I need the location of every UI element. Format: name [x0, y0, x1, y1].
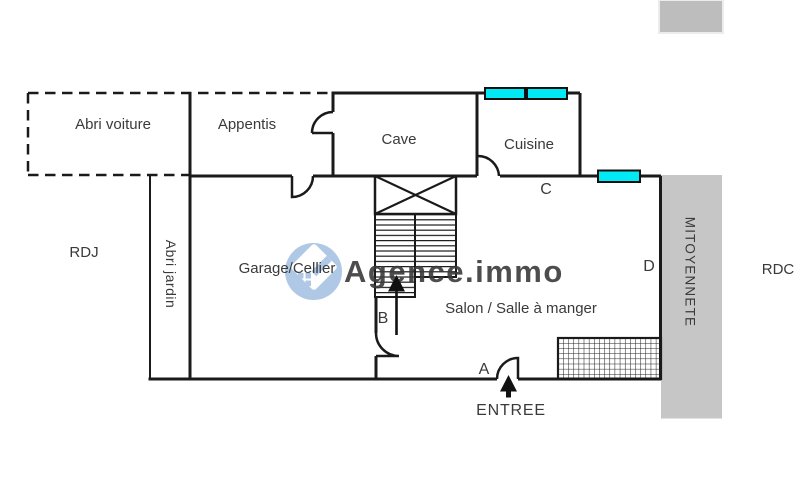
zone-label-rdc: RDC	[762, 261, 795, 278]
windows	[484, 87, 641, 183]
room-label-abri-voiture: Abri voiture	[75, 116, 151, 133]
stairs-up-arrow-icon	[388, 275, 405, 335]
watermark-text: Agence.immo	[344, 254, 564, 289]
top-neighbor-block	[658, 0, 724, 34]
marker-a: A	[479, 361, 490, 378]
door-appentis	[310, 110, 334, 135]
marker-c: C	[540, 181, 552, 198]
stair-landing-x	[374, 175, 457, 215]
zone-label-rdj: RDJ	[69, 244, 98, 261]
room-label-appentis: Appentis	[218, 116, 276, 133]
party-wall-band	[661, 175, 722, 419]
door-salon-b	[374, 332, 400, 358]
window-icon	[526, 87, 568, 100]
room-label-abri-jardin: Abri jardin	[163, 240, 179, 309]
stair-flight-right	[414, 213, 457, 278]
door-garage	[290, 175, 315, 199]
labels: Abri voiture Appentis Cave Cuisine Garag…	[69, 116, 794, 419]
door-entrance-a	[495, 356, 520, 380]
window-icon	[597, 169, 641, 183]
room-label-salon: Salon / Salle à manger	[445, 300, 597, 317]
room-label-mitoyennete: MITOYENNETE	[683, 217, 698, 327]
room-label-cuisine: Cuisine	[504, 136, 554, 153]
zone-label-entree: ENTREE	[476, 402, 546, 419]
watermark: Agence.immo	[285, 243, 564, 300]
marker-b: B	[378, 310, 389, 327]
agency-logo-icon	[285, 243, 342, 300]
staircase	[373, 174, 458, 298]
carport-dashed-outline	[26, 91, 331, 177]
room-label-cave: Cave	[381, 131, 416, 148]
marker-d: D	[643, 258, 655, 275]
entrance-arrow-icon	[500, 375, 517, 398]
terrace-grid	[556, 336, 663, 381]
door-arcs	[290, 110, 520, 380]
room-label-garage: Garage/Cellier	[239, 260, 336, 277]
door-cuisine	[477, 154, 501, 177]
window-icon	[484, 87, 526, 100]
